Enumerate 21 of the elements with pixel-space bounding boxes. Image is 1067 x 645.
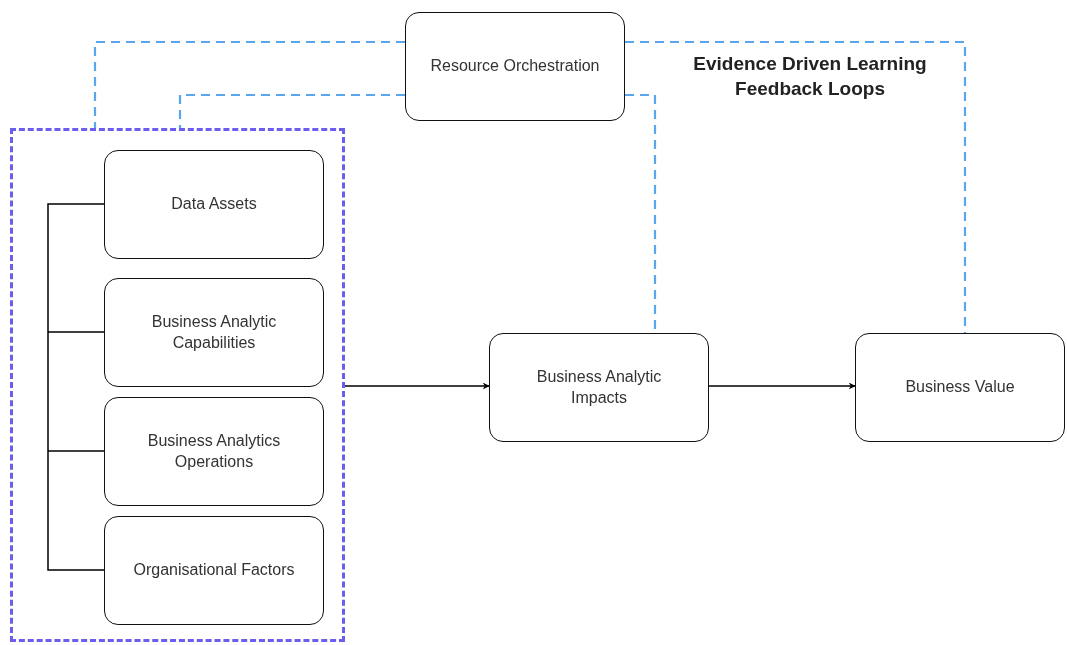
node-label: Resource Orchestration xyxy=(429,56,601,77)
process-box xyxy=(104,516,324,625)
process-box xyxy=(489,333,709,442)
process-box xyxy=(104,397,324,506)
dashed-connector xyxy=(625,40,967,333)
process-box xyxy=(405,12,625,121)
dashed-connector xyxy=(178,93,405,128)
node-label: Data Assets xyxy=(170,194,258,215)
node-label: Business Value xyxy=(904,377,1016,398)
arrow xyxy=(344,382,490,390)
process-box xyxy=(104,278,324,387)
process-box xyxy=(855,333,1065,442)
process-box xyxy=(104,150,324,259)
dashed-connector xyxy=(93,40,405,128)
node-label: Business Analytics Operations xyxy=(146,430,282,472)
node-label: Business Analytic Capabilities xyxy=(150,311,278,353)
dashed-group-box xyxy=(10,128,345,642)
annotation-text: Evidence Driven Learning Feedback Loops xyxy=(692,52,928,101)
arrow xyxy=(708,382,856,390)
node-label: Organisational Factors xyxy=(132,560,296,581)
node-label: Business Analytic Impacts xyxy=(535,366,663,408)
